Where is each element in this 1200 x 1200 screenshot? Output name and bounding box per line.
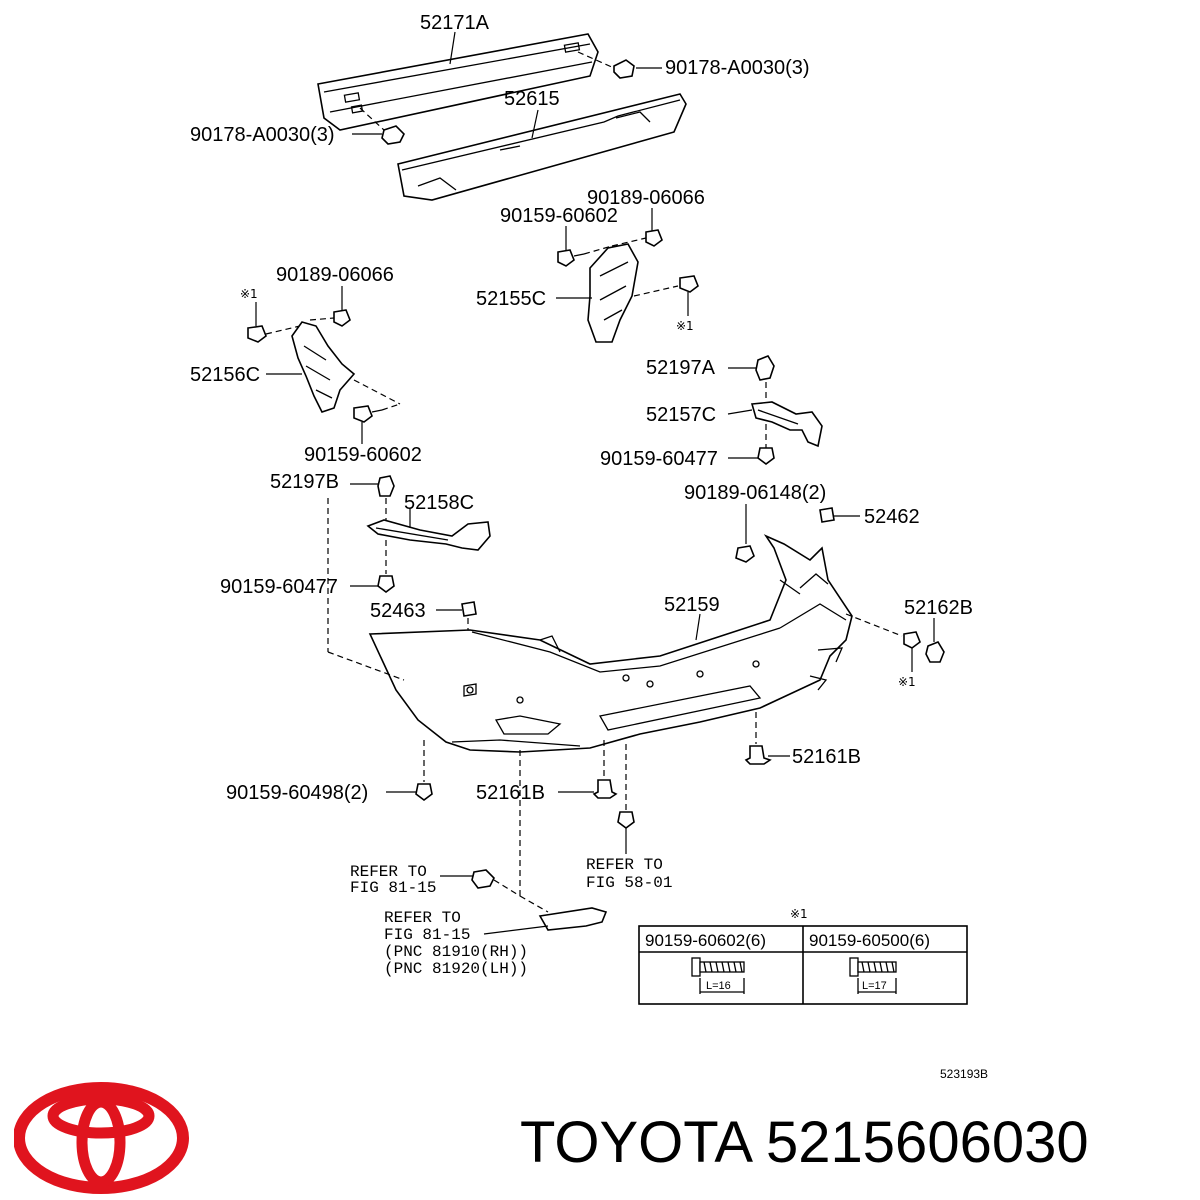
brand-caption: TOYOTA 5215606030 [520, 1108, 1190, 1178]
nut-90189-center[interactable] [645, 229, 663, 247]
nut-90189-06148[interactable] [735, 545, 755, 563]
bolt-90159-60477-right[interactable] [757, 447, 775, 465]
bolt-icon-l16 [691, 957, 745, 994]
refer-a-line2: FIG 81-15 [350, 879, 436, 897]
reinforcement-bar-52171A[interactable] [317, 33, 599, 131]
refer-b-line2: FIG 58-01 [586, 874, 672, 892]
table-mark1: ※1 [790, 907, 808, 921]
label-90159-60498: 90159-60498(2) [226, 782, 368, 804]
label-52462: 52462 [864, 506, 920, 528]
refer-a-line1: REFER TO [350, 863, 427, 881]
label-90178-right: 90178-A0030(3) [665, 57, 810, 79]
bolt-mark1-left[interactable] [247, 325, 267, 343]
table-col2-header: 90159-60500(6) [809, 931, 930, 950]
bolt-mark1-bumper[interactable] [903, 631, 921, 649]
label-90159-60477-right: 90159-60477 [600, 448, 718, 470]
nut-90178-right[interactable] [613, 59, 635, 79]
bolt-90159-60477-left[interactable] [377, 575, 395, 593]
mark1-bumper: ※1 [898, 675, 916, 689]
refer-c-line1: REFER TO [384, 909, 461, 927]
mark1-right-bracket: ※1 [676, 319, 694, 333]
table-col1-length: L=16 [706, 980, 731, 992]
label-52158C: 52158C [404, 492, 474, 514]
clip-52197B[interactable] [377, 475, 395, 497]
exploded-parts-diagram: 52171A 90178-A0030(3) 52615 90178-A0030(… [190, 12, 988, 1080]
pad-52463[interactable] [461, 601, 477, 617]
energy-absorber-52615[interactable] [397, 93, 687, 201]
bracket-52155C[interactable] [587, 243, 639, 343]
label-52156C: 52156C [190, 364, 260, 386]
nut-90178-left[interactable] [381, 125, 405, 145]
label-90189-06148: 90189-06148(2) [684, 482, 826, 504]
bolt-90159-left[interactable] [353, 405, 383, 423]
label-90189-06066-center: 90189-06066 [587, 187, 705, 209]
label-52161B-left: 52161B [476, 782, 545, 804]
bolt-icon-l17 [849, 957, 897, 994]
bolt-spec-table: ※1 90159-60602(6) 90159-60500(6) L=16 L=… [638, 907, 968, 1005]
label-52161B-right: 52161B [792, 746, 861, 768]
bumper-cover-52159[interactable] [368, 534, 853, 753]
label-90189-06066-left: 90189-06066 [276, 264, 394, 286]
pad-52462[interactable] [819, 507, 835, 523]
bracket-52156C[interactable] [291, 321, 356, 413]
bolt-90159-60498[interactable] [415, 783, 433, 801]
figure-code: 523193B [940, 1067, 988, 1080]
refer-c-line4: (PNC 81920(LH)) [384, 960, 528, 978]
toyota-logo-icon [13, 1082, 189, 1194]
table-col1-header: 90159-60602(6) [645, 931, 766, 950]
clip-52161B-left[interactable] [592, 779, 618, 799]
label-52162B: 52162B [904, 597, 973, 619]
bolt-mark1-right[interactable] [679, 275, 699, 293]
reflector-fig-81-15[interactable] [538, 907, 608, 931]
label-90159-60477-left: 90159-60477 [220, 576, 338, 598]
refer-b-line1: REFER TO [586, 856, 663, 874]
cap-52162B[interactable] [925, 641, 945, 663]
label-52157C: 52157C [646, 404, 716, 426]
label-52159: 52159 [664, 594, 720, 616]
label-52197A: 52197A [646, 357, 716, 379]
nut-90189-left[interactable] [333, 309, 351, 327]
label-52171A: 52171A [420, 12, 490, 34]
brand-name: TOYOTA [520, 1110, 750, 1175]
mark1-left-bracket: ※1 [240, 287, 258, 301]
refer-c-line3: (PNC 81910(RH)) [384, 943, 528, 961]
label-90159-60602-center: 90159-60602 [500, 205, 618, 227]
retainer-52157C[interactable] [750, 401, 823, 448]
table-col2-length: L=17 [862, 980, 887, 992]
refer-c-line2: FIG 81-15 [384, 926, 470, 944]
label-52155C: 52155C [476, 288, 546, 310]
label-90178-left: 90178-A0030(3) [190, 124, 335, 146]
bolt-90159-center[interactable] [557, 249, 585, 267]
part-number: 5215606030 [766, 1110, 1089, 1175]
fastener-fig-81-15[interactable] [471, 869, 495, 889]
clip-52161B-right[interactable] [744, 745, 772, 765]
label-90159-60602-left: 90159-60602 [304, 444, 422, 466]
bolt-fig-58-01[interactable] [617, 811, 635, 829]
clip-52197A[interactable] [755, 355, 775, 381]
label-52463: 52463 [370, 600, 426, 622]
label-52197B: 52197B [270, 471, 339, 493]
retainer-52158C[interactable] [366, 519, 491, 551]
label-52615: 52615 [504, 88, 560, 110]
